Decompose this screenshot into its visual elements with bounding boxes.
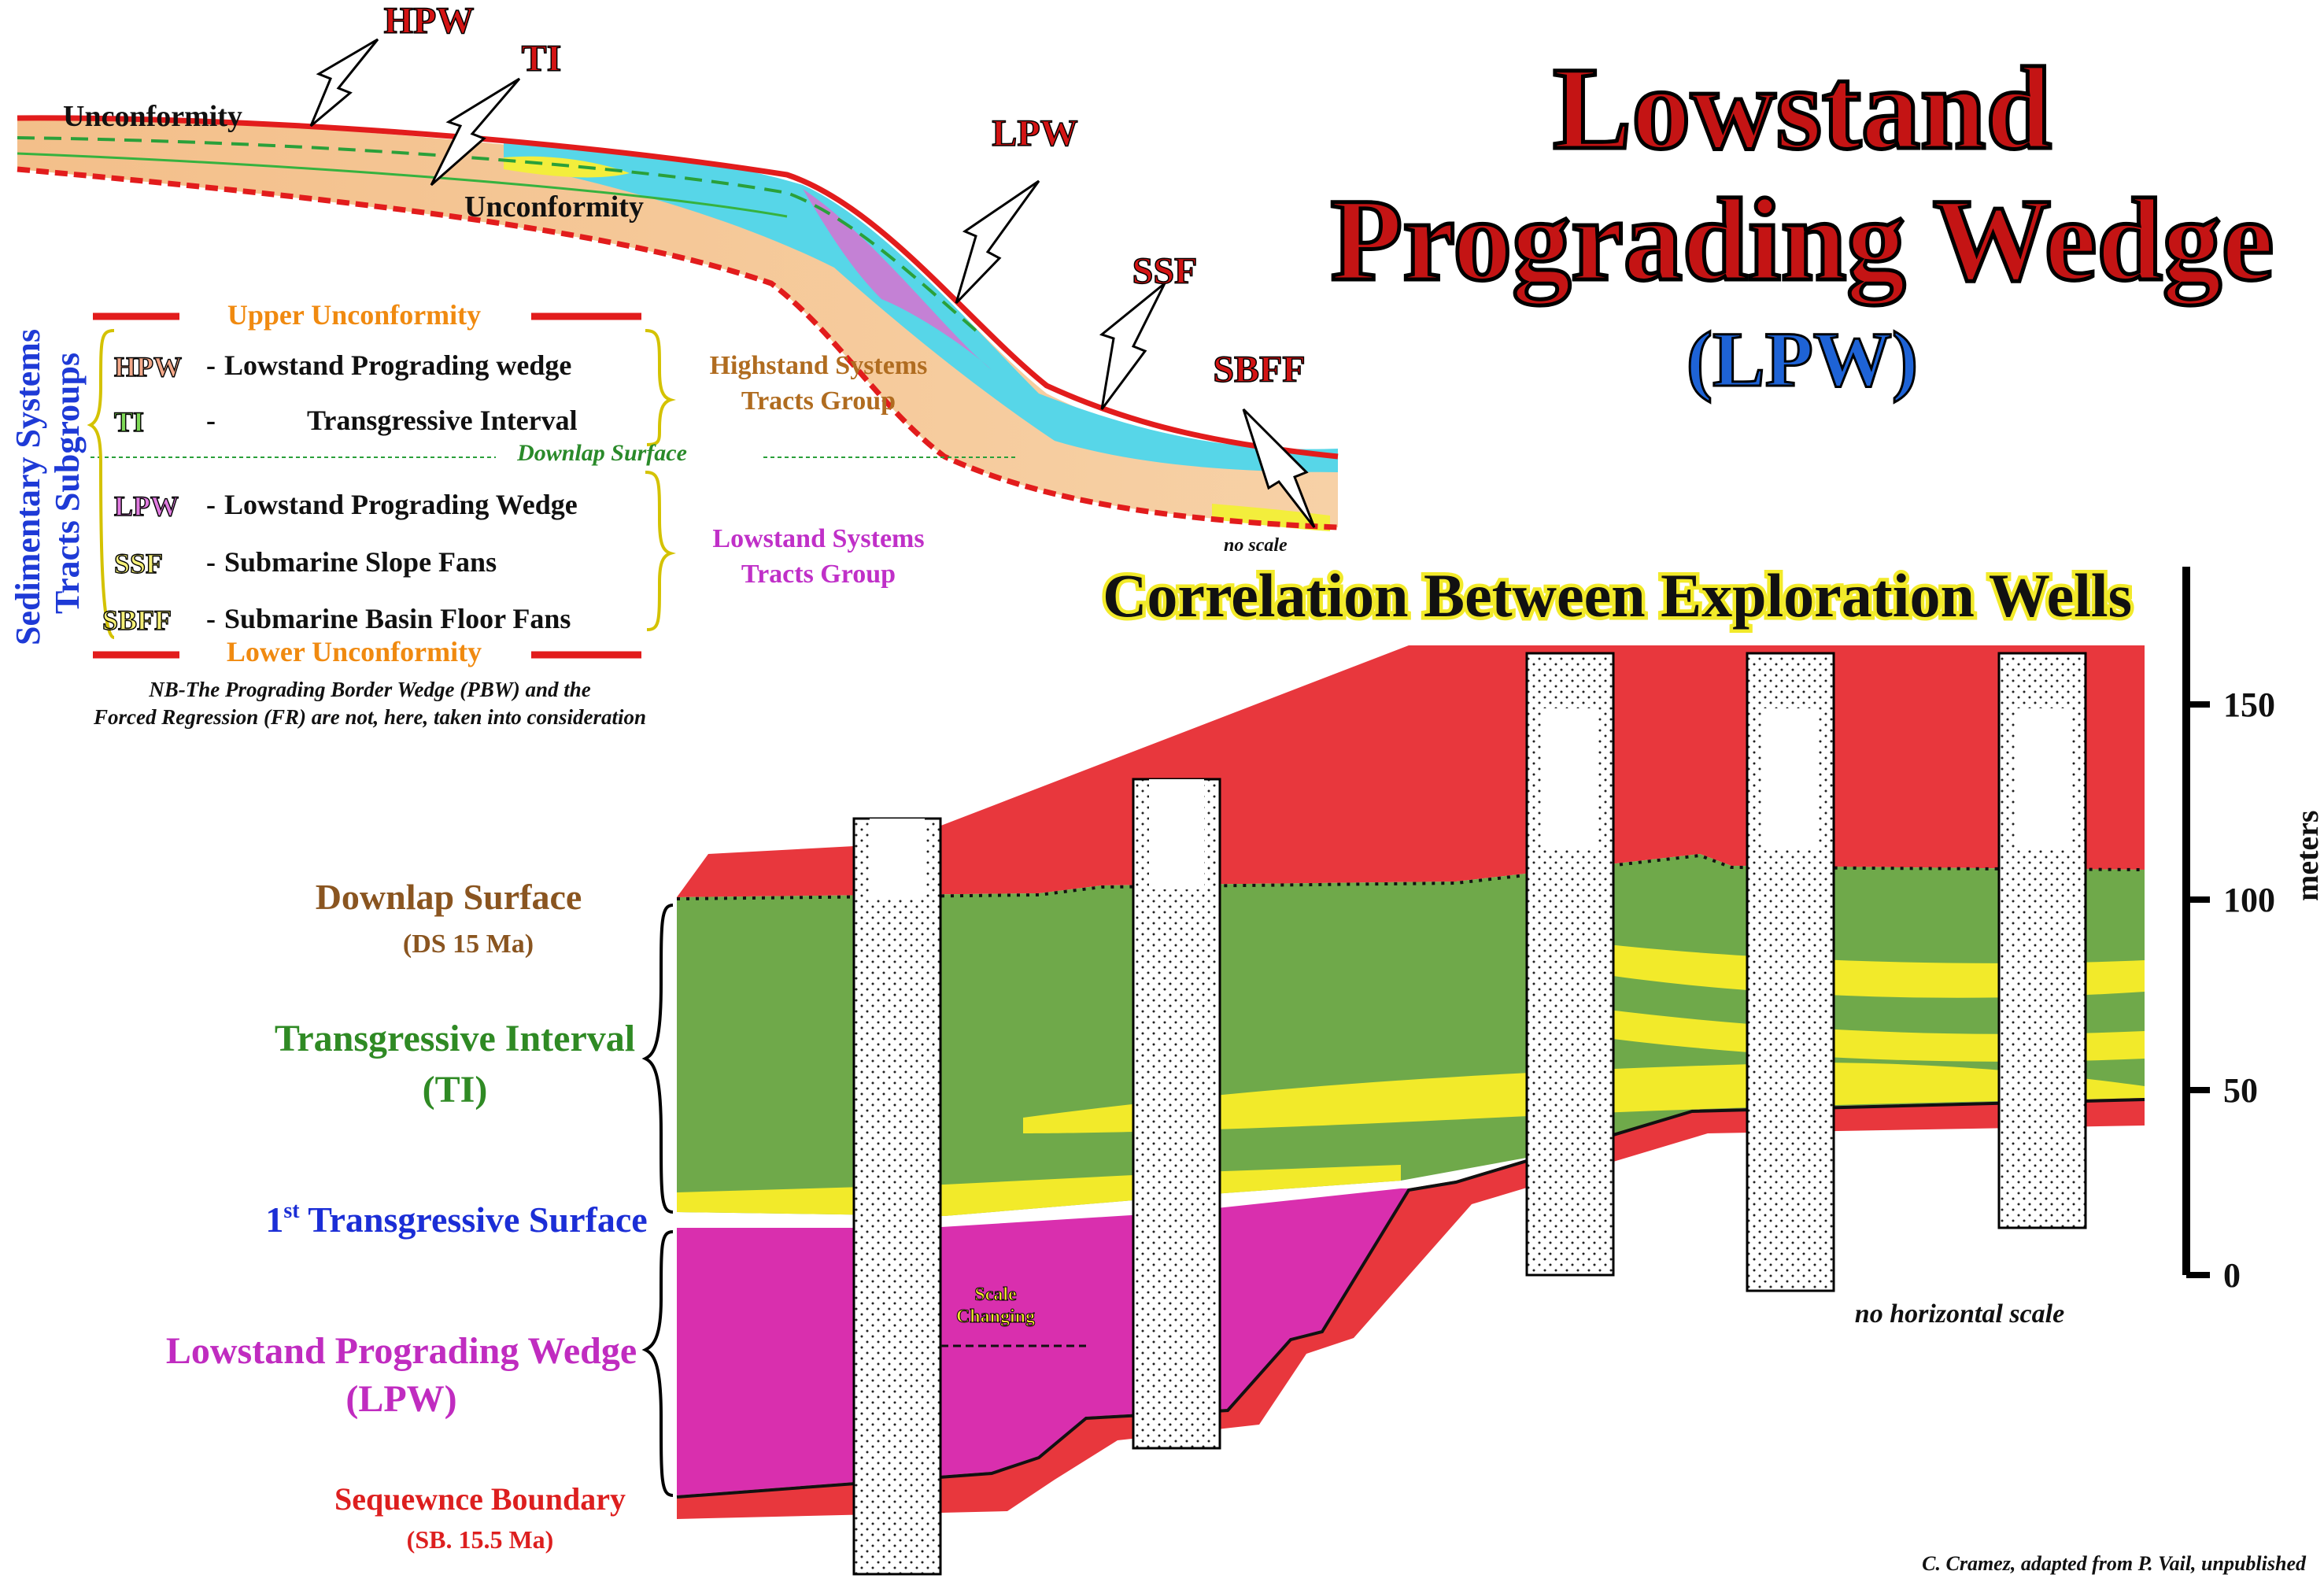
no-scale-label: no scale	[1224, 535, 1288, 556]
legend-sep-ssf: -	[206, 546, 216, 578]
label-ts-pre: 1	[265, 1199, 283, 1240]
label-ti-abbr: (TI)	[423, 1069, 488, 1111]
legend-side-title-2: Tracts Subgroups	[48, 353, 87, 614]
label-downlap-age: (DS 15 Ma)	[403, 930, 534, 959]
axis-tick-0: 0	[2223, 1256, 2241, 1295]
label-ti: Transgressive Interval	[275, 1018, 635, 1059]
legend-code-ti: TI	[114, 406, 144, 438]
sbff-arrow	[1242, 408, 1316, 528]
section-arrows	[309, 38, 1316, 528]
marker-hpw: HPW	[384, 0, 475, 42]
legend-label-lpw: Lowstand Prograding Wedge	[224, 489, 578, 520]
axis-tick-100: 100	[2223, 881, 2275, 919]
shelf-cross-section	[17, 115, 1339, 531]
legend-note-2: Forced Regression (FR) are not, here, ta…	[93, 705, 646, 729]
legend-note-1: NB-The Prograding Border Wedge (PBW) and…	[148, 678, 591, 701]
group-low-2: Tracts Group	[741, 560, 896, 589]
legend-downlap-surface: Downlap Surface	[516, 440, 687, 466]
legend-code-ssf: SSF	[114, 548, 163, 579]
legend-sep-ti: -	[206, 405, 216, 436]
axis-tick-150: 150	[2223, 686, 2275, 724]
lpw-arrow	[955, 179, 1040, 305]
marker-sbff: SBFF	[1213, 349, 1305, 390]
title-line1: Lowstand	[1553, 43, 2052, 174]
group-low-1: Lowstand Systems	[712, 524, 924, 553]
lower-unconformity-line	[17, 166, 1339, 530]
unconformity-lower-label: Unconformity	[464, 190, 644, 224]
well-2	[1132, 778, 1221, 1450]
correlation-title: Correlation Between Exploration Wells	[1103, 561, 2132, 630]
legend-code-sbff: SBFF	[102, 604, 172, 636]
legend-label-ssf: Submarine Slope Fans	[224, 546, 497, 578]
label-sb: Sequewnce Boundary	[334, 1481, 626, 1517]
lpw-clinoforms	[803, 189, 992, 370]
hpw-arrow	[309, 38, 379, 128]
shelf-body	[17, 118, 1338, 527]
legend-lower-unconformity: Lower Unconformity	[227, 636, 482, 667]
legend-items: HPW - Lowstand Prograding wedge TI - Tra…	[102, 349, 578, 637]
legend-label-sbff: Submarine Basin Floor Fans	[224, 603, 571, 634]
scale-changing-2: Changing	[956, 1307, 1035, 1327]
label-ts-rest: Transgressive Surface	[300, 1199, 648, 1240]
ssf-arrow	[1099, 282, 1166, 410]
scale-changing-1: Scale	[974, 1284, 1017, 1305]
marker-lpw: LPW	[992, 113, 1077, 154]
marker-ti: TI	[522, 38, 562, 79]
legend-label-hpw: Lowstand Prograding wedge	[224, 349, 571, 381]
no-horizontal-scale: no horizontal scale	[1855, 1299, 2064, 1329]
label-lpw: Lowstand Prograding Wedge	[166, 1330, 637, 1372]
unconformity-upper-label: Unconformity	[63, 100, 242, 133]
legend-upper-unconformity: Upper Unconformity	[227, 299, 481, 331]
marker-ssf: SSF	[1132, 250, 1198, 292]
label-downlap: Downlap Surface	[316, 877, 582, 917]
legend-sep-sbff: -	[206, 603, 216, 634]
legend-label-ti: Transgressive Interval	[307, 405, 578, 436]
title-line2: Prograding Wedge	[1331, 175, 2274, 305]
group-high-1: Highstand Systems	[710, 351, 928, 380]
well-logs	[852, 652, 2087, 1576]
upper-unconformity-line	[17, 115, 1339, 460]
downlap-line	[676, 853, 2145, 900]
sbff-pod	[1212, 504, 1330, 531]
credit: C. Cramez, adapted from P. Vail, unpubli…	[1922, 1552, 2307, 1575]
legend-code-lpw: LPW	[114, 490, 179, 522]
label-ts-sup: st	[283, 1199, 300, 1223]
title-abbr: (LPW)	[1687, 316, 1918, 403]
label-sb-age: (SB. 15.5 Ma)	[407, 1525, 554, 1554]
label-ts: 1st Transgressive Surface	[265, 1199, 647, 1240]
correlation-panel	[641, 567, 2210, 1576]
legend-sep-hpw: -	[206, 349, 216, 381]
axis-tick-50: 50	[2223, 1071, 2258, 1110]
depth-axis	[2182, 567, 2210, 1278]
legend-side-title-1: Sedimentary Systems	[9, 329, 47, 645]
axis-unit: meters	[2289, 811, 2324, 901]
legend-decor	[87, 312, 1015, 659]
legend-code-hpw: HPW	[114, 351, 182, 383]
ti-arrow	[430, 77, 521, 187]
group-high-2: Tracts Group	[741, 386, 896, 416]
label-lpw-abbr: (LPW)	[345, 1378, 456, 1420]
legend-sep-lpw: -	[206, 489, 216, 520]
unit-braces	[641, 904, 674, 1497]
